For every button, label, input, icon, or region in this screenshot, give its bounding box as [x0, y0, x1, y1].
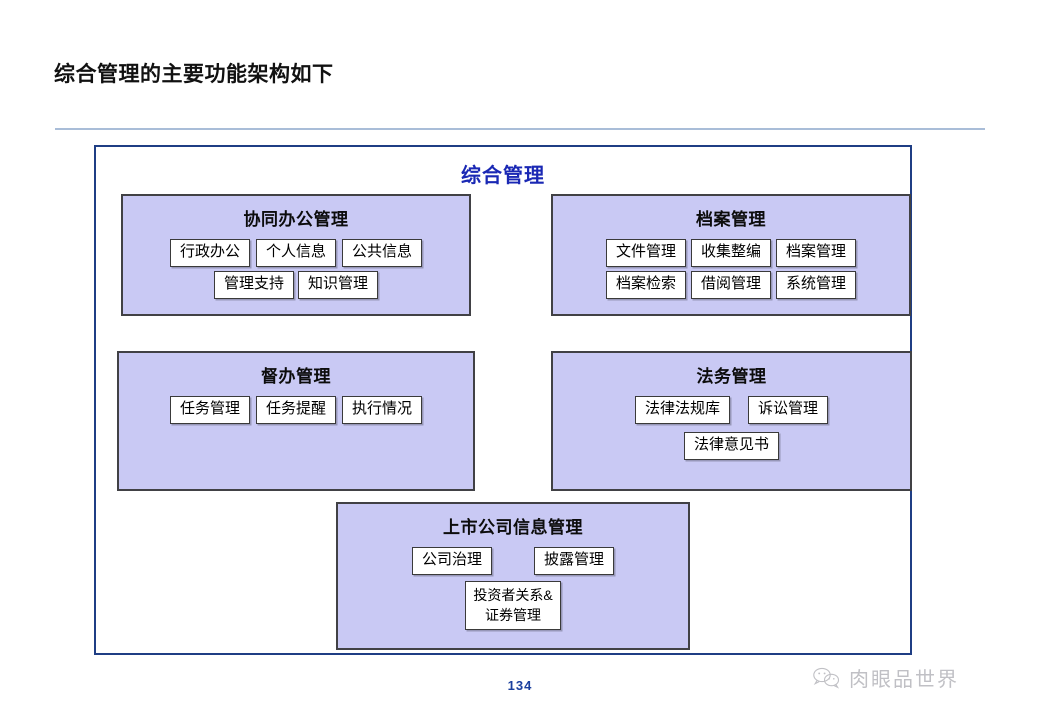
panel-button-row: 行政办公 个人信息 公共信息 [123, 239, 469, 267]
module-button-corporate-governance[interactable]: 公司治理 [411, 547, 492, 575]
module-button-borrowing-management[interactable]: 借阅管理 [690, 270, 771, 299]
module-button-task-reminder[interactable]: 任务提醒 [255, 396, 336, 424]
module-button-execution-status[interactable]: 执行情况 [342, 396, 423, 424]
module-button-file-management[interactable]: 文件管理 [605, 239, 686, 267]
module-button-archive-management[interactable]: 档案管理 [776, 239, 857, 267]
module-button-administrative-office[interactable]: 行政办公 [169, 239, 250, 267]
module-button-knowledge-management[interactable]: 知识管理 [298, 270, 379, 299]
panel-button-row: 管理支持 知识管理 [123, 270, 469, 299]
module-button-investor-relations-securities[interactable]: 投资者关系& 证券管理 [465, 580, 561, 631]
architecture-heading: 综合管理 [461, 165, 545, 187]
panel-button-row: 任务管理 任务提醒 执行情况 [119, 396, 473, 424]
watermark-text: 肉眼品世界 [849, 669, 959, 691]
panel-collaborative-office: 协同办公管理 行政办公 个人信息 公共信息 管理支持 知识管理 [121, 194, 471, 316]
panel-button-row: 公司治理 披露管理 [338, 547, 688, 575]
panel-legal-affairs-management: 法务管理 法律法规库 诉讼管理 法律意见书 [551, 351, 912, 491]
panel-button-row: 投资者关系& 证券管理 [338, 580, 688, 631]
panel-title: 法务管理 [696, 367, 767, 386]
module-button-archive-search[interactable]: 档案检索 [605, 270, 686, 299]
title-divider [55, 128, 985, 130]
panel-title: 督办管理 [261, 367, 331, 386]
module-button-task-management[interactable]: 任务管理 [169, 396, 250, 424]
architecture-diagram: 综合管理 协同办公管理 行政办公 个人信息 公共信息 管理支持 知识管理 档案管… [94, 145, 912, 655]
module-button-personal-info[interactable]: 个人信息 [255, 239, 336, 267]
module-button-public-info[interactable]: 公共信息 [342, 239, 423, 267]
module-button-litigation-management[interactable]: 诉讼管理 [748, 396, 829, 424]
panel-button-row: 法律意见书 [553, 431, 910, 460]
module-button-system-management[interactable]: 系统管理 [776, 270, 857, 299]
module-button-disclosure-management[interactable]: 披露管理 [534, 547, 615, 575]
page-number: 134 [507, 678, 533, 693]
module-button-legal-opinion[interactable]: 法律意见书 [683, 431, 779, 460]
panel-listed-company-info-management: 上市公司信息管理 公司治理 披露管理 投资者关系& 证券管理 [336, 502, 690, 650]
panel-button-row: 法律法规库 诉讼管理 [553, 396, 910, 424]
panel-title: 协同办公管理 [243, 210, 349, 229]
panel-button-row: 文件管理 收集整编 档案管理 [553, 239, 909, 267]
wechat-icon [812, 666, 842, 690]
module-button-collection-compilation[interactable]: 收集整编 [690, 239, 771, 267]
module-button-line1: 投资者关系& [473, 586, 553, 603]
panel-title: 上市公司信息管理 [443, 518, 583, 537]
module-button-line2: 证券管理 [485, 607, 541, 624]
page-title: 综合管理的主要功能架构如下 [54, 63, 334, 86]
panel-archive-management: 档案管理 文件管理 收集整编 档案管理 档案检索 借阅管理 系统管理 [551, 194, 911, 316]
watermark: 肉眼品世界 [812, 663, 959, 692]
panel-button-row: 档案检索 借阅管理 系统管理 [553, 270, 909, 299]
panel-title: 档案管理 [696, 210, 766, 229]
panel-supervision-management: 督办管理 任务管理 任务提醒 执行情况 [117, 351, 475, 491]
module-button-law-regulation-library[interactable]: 法律法规库 [634, 396, 730, 424]
module-button-management-support[interactable]: 管理支持 [213, 270, 294, 299]
